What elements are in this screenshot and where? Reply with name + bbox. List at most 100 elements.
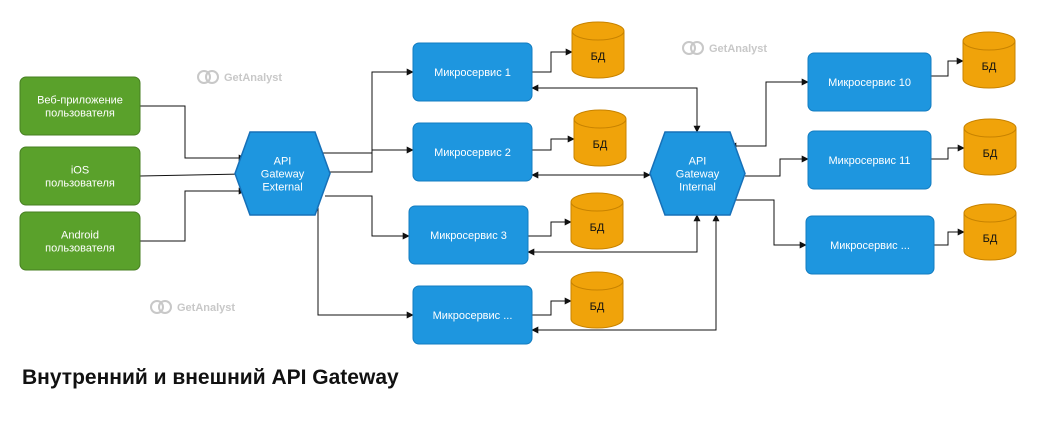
service-label: Микросервис 2 bbox=[434, 147, 511, 159]
service-label: Микросервис ... bbox=[830, 240, 910, 252]
edges-layer bbox=[139, 48, 965, 334]
database-cylinder-body bbox=[962, 41, 1016, 89]
edge-web-to-gateway bbox=[140, 105, 246, 162]
database-label: БД bbox=[590, 301, 605, 313]
service-label: Микросервис 10 bbox=[828, 77, 911, 89]
service-label: Микросервис 11 bbox=[828, 155, 910, 167]
database-cylinder-body bbox=[571, 31, 625, 79]
database-cylinder-top bbox=[963, 203, 1017, 223]
client-label: Веб-приложение bbox=[37, 94, 123, 106]
gateway-label: Gateway bbox=[261, 168, 305, 180]
database-label: БД bbox=[590, 222, 605, 234]
service-box bbox=[408, 205, 529, 265]
nodes-layer: GetAnalystGetAnalystGetAnalystВеб-прилож… bbox=[19, 21, 1017, 345]
gateway-label: Gateway bbox=[676, 168, 720, 180]
watermark-link-icon bbox=[205, 70, 219, 84]
database-cylinder-body bbox=[573, 119, 627, 167]
service-node-ms4[interactable]: Микросервис ... bbox=[412, 285, 533, 345]
gateway-hexagon bbox=[649, 131, 746, 216]
service-box bbox=[807, 130, 932, 190]
service-node-ms11[interactable]: Микросервис 11 bbox=[807, 130, 932, 190]
service-node-ms3[interactable]: Микросервис 3 bbox=[408, 205, 529, 265]
client-box bbox=[19, 76, 141, 136]
service-box bbox=[807, 52, 932, 112]
client-label: iOS bbox=[71, 164, 89, 176]
watermark-link-icon bbox=[150, 300, 164, 314]
watermark-text: GetAnalyst bbox=[177, 302, 235, 314]
watermark-link-icon bbox=[197, 70, 211, 84]
edge-ms10-to-db bbox=[931, 57, 964, 77]
service-node-ms2[interactable]: Микросервис 2 bbox=[412, 122, 533, 182]
client-label: пользователя bbox=[45, 177, 115, 189]
database-ms1[interactable]: БД bbox=[571, 21, 625, 79]
service-box bbox=[805, 215, 935, 275]
database-cylinder-top bbox=[963, 118, 1017, 138]
database-cylinder-body bbox=[570, 202, 624, 250]
database-ms4[interactable]: БД bbox=[570, 271, 624, 329]
edge-ms3-to-db bbox=[528, 218, 572, 237]
edge-ms11-to-db bbox=[931, 144, 965, 160]
database-cylinder-body bbox=[963, 213, 1017, 261]
edge-gateway-to-ms3 bbox=[325, 195, 410, 240]
service-label: Микросервис ... bbox=[433, 310, 513, 322]
database-cylinder-top bbox=[573, 109, 627, 129]
database-label: БД bbox=[983, 233, 998, 245]
database-cylinder-body bbox=[963, 128, 1017, 176]
database-label: БД bbox=[591, 51, 606, 63]
service-box bbox=[412, 285, 533, 345]
database-ms2[interactable]: БД bbox=[573, 109, 627, 167]
service-node-ms10[interactable]: Микросервис 10 bbox=[807, 52, 932, 112]
client-box bbox=[19, 146, 141, 206]
page-title: Внутренний и внешний API Gateway bbox=[22, 366, 399, 389]
edge-ios-to-gateway bbox=[139, 170, 244, 178]
edge-ms12-to-db bbox=[934, 228, 965, 246]
edge-ms1-internal-gateway bbox=[531, 84, 701, 133]
gateway-label: API bbox=[689, 155, 707, 167]
edge-ms2-to-db bbox=[532, 135, 575, 151]
database-label: БД bbox=[982, 61, 997, 73]
database-label: БД bbox=[593, 139, 608, 151]
edge-android-to-gateway bbox=[140, 187, 246, 242]
database-ms3[interactable]: БД bbox=[570, 192, 624, 250]
edge-ms4-to-db bbox=[532, 297, 572, 316]
service-node-ms1[interactable]: Микросервис 1 bbox=[412, 42, 533, 102]
service-node-ms12[interactable]: Микросервис ... bbox=[805, 215, 935, 275]
edge-internal-gateway-ms11 bbox=[745, 155, 809, 177]
watermark-link-icon bbox=[682, 41, 696, 55]
edge-gateway-to-ms1 bbox=[320, 68, 414, 154]
database-ms11[interactable]: БД bbox=[963, 118, 1017, 176]
gateway-label: External bbox=[262, 181, 302, 193]
database-cylinder-body bbox=[570, 281, 624, 329]
edge-internal-gateway-ms12 bbox=[735, 199, 807, 249]
edge-gateway-to-ms2 bbox=[330, 146, 414, 173]
database-cylinder-top bbox=[570, 271, 624, 291]
client-box bbox=[19, 211, 141, 271]
client-label: пользователя bbox=[45, 107, 115, 119]
watermark-text: GetAnalyst bbox=[709, 43, 767, 55]
watermark-logo: GetAnalyst bbox=[150, 300, 235, 314]
database-cylinder-top bbox=[570, 192, 624, 212]
gateway-label: API bbox=[274, 155, 292, 167]
service-box bbox=[412, 122, 533, 182]
watermark-logo: GetAnalyst bbox=[682, 41, 767, 55]
client-label: пользователя bbox=[45, 242, 115, 254]
database-ms10[interactable]: БД bbox=[962, 31, 1016, 89]
edge-ms4-internal-gateway bbox=[531, 214, 720, 334]
database-cylinder-top bbox=[962, 31, 1016, 51]
service-box bbox=[412, 42, 533, 102]
gateway-label: Internal bbox=[679, 181, 716, 193]
service-label: Микросервис 3 bbox=[430, 230, 507, 242]
database-ms12[interactable]: БД bbox=[963, 203, 1017, 261]
watermark-link-icon bbox=[158, 300, 172, 314]
database-label: БД bbox=[983, 148, 998, 160]
service-label: Микросервис 1 bbox=[434, 67, 511, 79]
edge-gateway-to-ms4 bbox=[317, 207, 414, 319]
database-cylinder-top bbox=[571, 21, 625, 41]
